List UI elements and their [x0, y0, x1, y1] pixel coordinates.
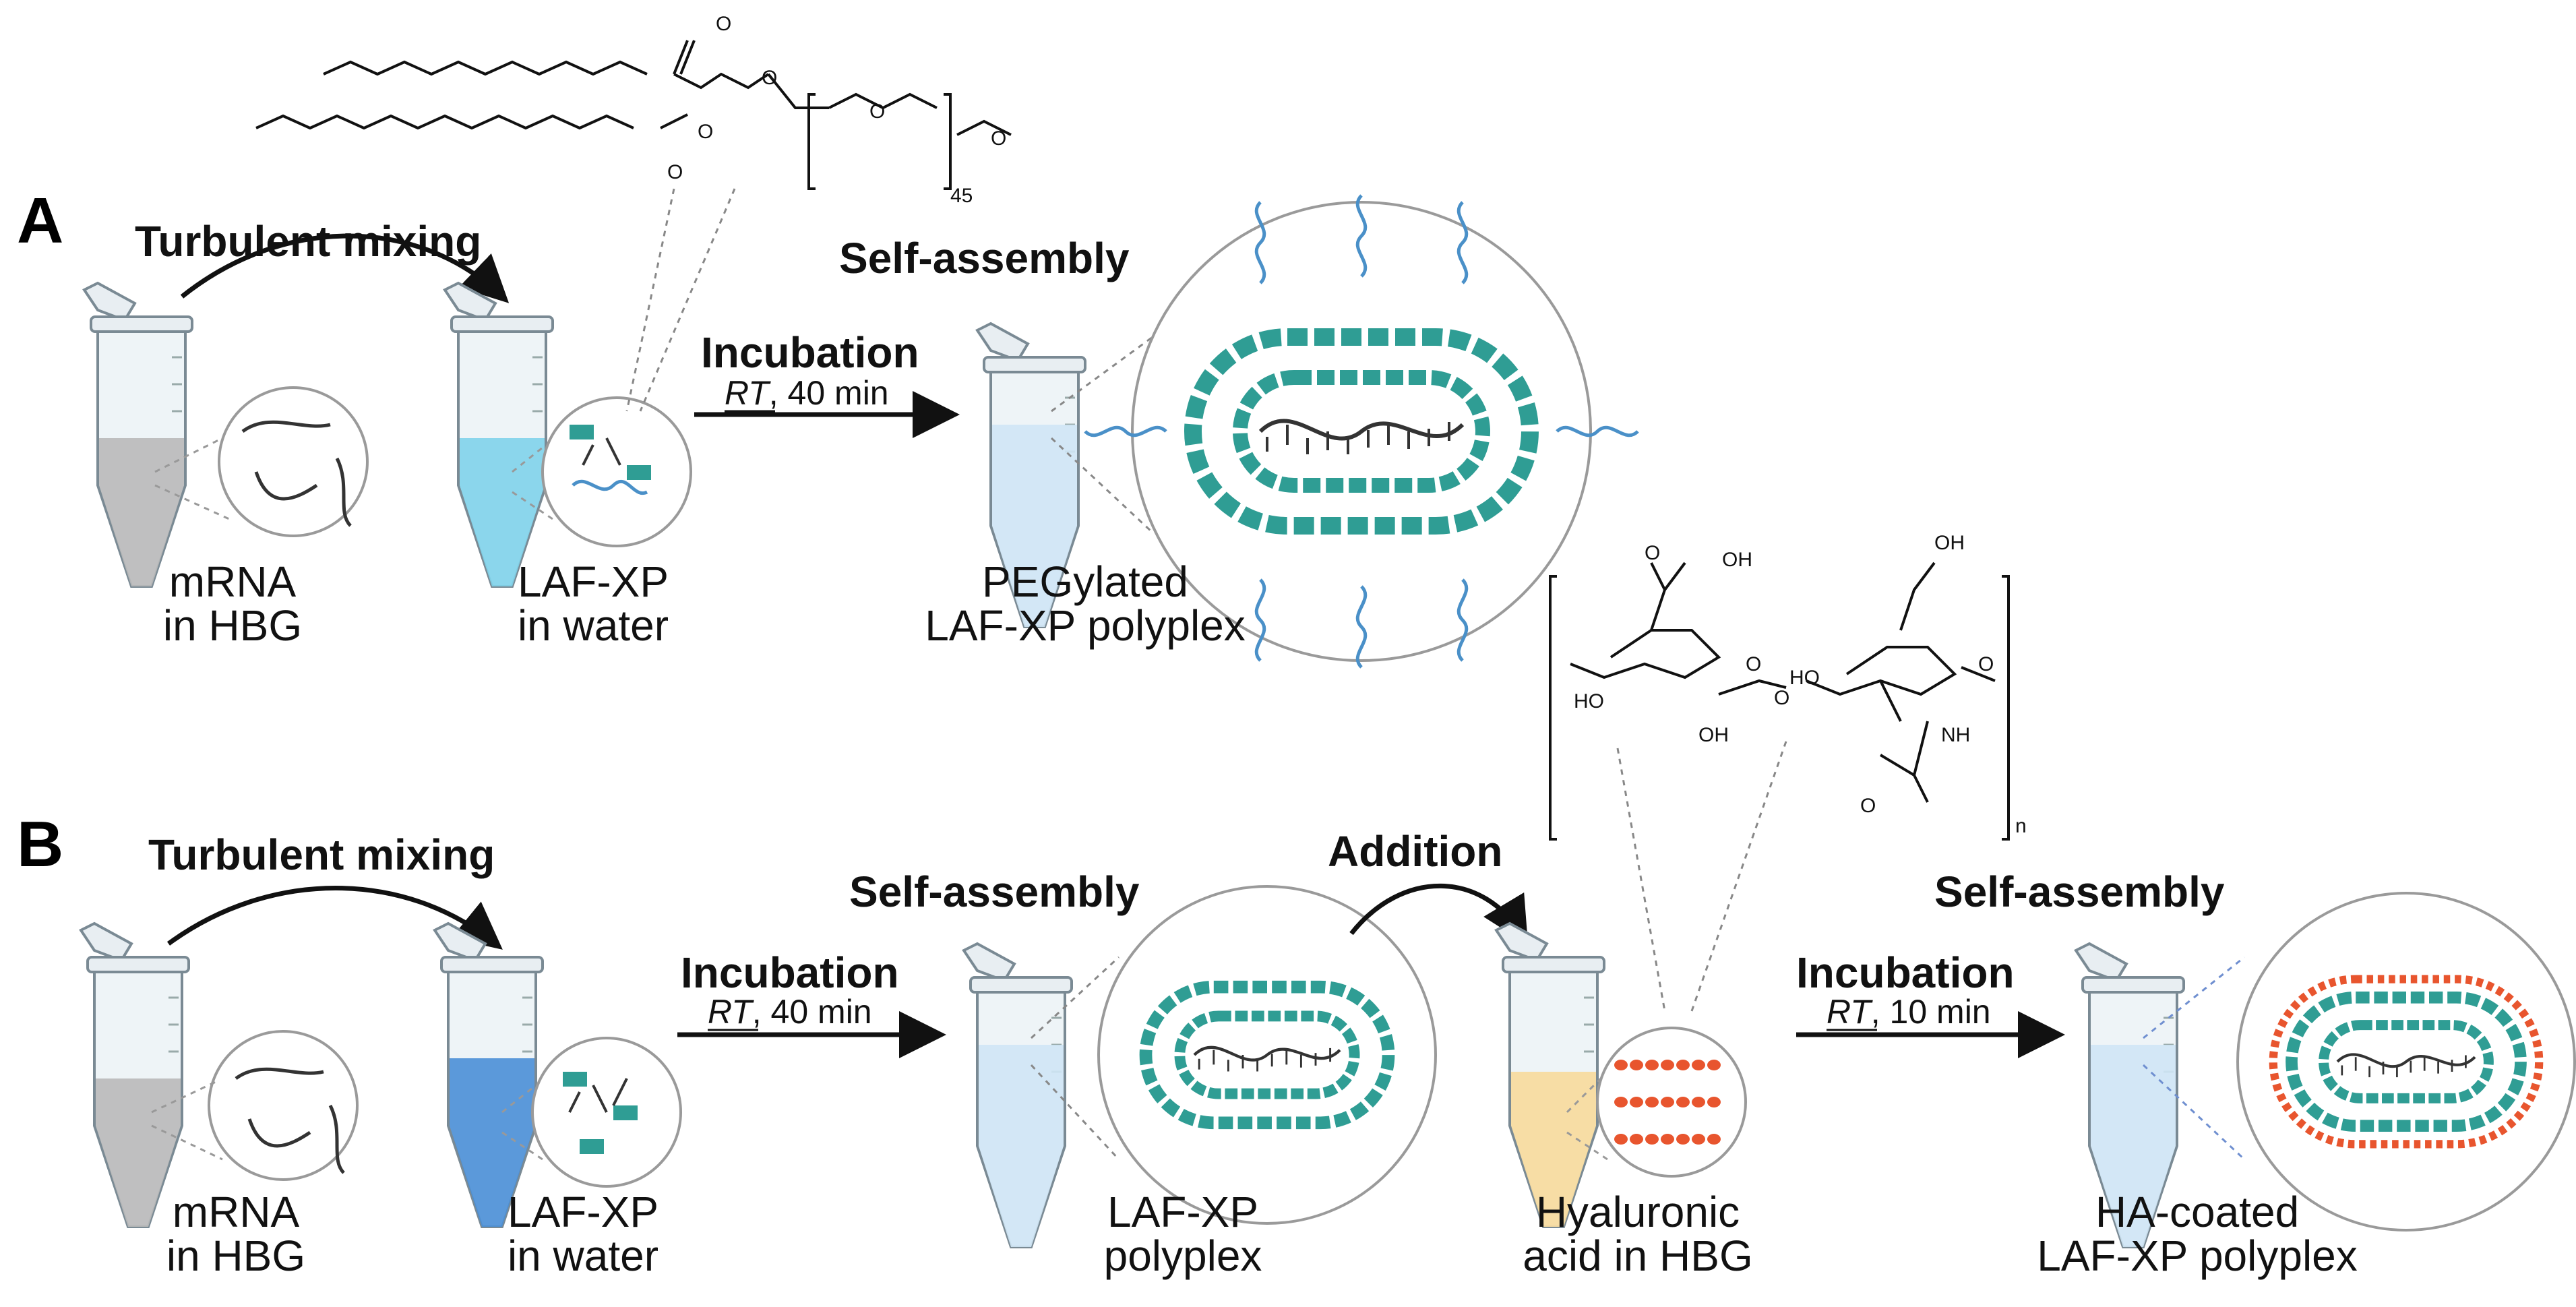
panel-a-product-label-line1: PEGylated: [982, 557, 1188, 606]
panel-a-lafxp-label-line1: LAF-XP: [518, 557, 669, 606]
panel-b-self-assembly1-label: Self-assembly: [849, 868, 1140, 916]
ha-o-ring1: O: [1746, 653, 1761, 675]
ha-coated-polyplex: [2269, 975, 2544, 1149]
panel-b-mrna-label-line2: in HBG: [166, 1232, 305, 1280]
pegylated-polyplex: [1084, 194, 1639, 669]
ha-nh: NH: [1941, 724, 1970, 746]
panel-b-lafxp-label-line1: LAF-XP: [508, 1188, 658, 1236]
panel-b-polyplex-label-line2: polyplex: [1104, 1232, 1262, 1280]
svg-text:RT, 40 min: RT, 40 min: [725, 374, 889, 412]
panel-b-incubation1-label: Incubation: [681, 948, 899, 997]
panel-b-lafxp-tube: [433, 922, 544, 1228]
ha-oh3: OH: [1698, 724, 1729, 746]
ha-ho2: HO: [1789, 667, 1820, 689]
panel-b-polyplex-tube: [962, 942, 1073, 1248]
ha-chains: [1614, 1060, 1721, 1145]
panel-b-addition-label: Addition: [1328, 827, 1502, 876]
panel-b-mixing-arrow: [166, 886, 503, 950]
panel-b-mrna-label-line1: mRNA: [173, 1188, 300, 1236]
panel-a-lafxp-tube: [443, 282, 554, 588]
panel-b-condition1: RT, 40 min: [708, 993, 872, 1031]
panel-a-product-label-line2: LAF-XP polyplex: [925, 601, 1246, 650]
panel-b-mrna-zoom: [208, 1030, 359, 1181]
panel-a-mrna-label-line2: in HBG: [163, 601, 302, 650]
peg-o4: O: [667, 161, 683, 183]
panel-b-product-label-line1: HA-coated: [2095, 1188, 2299, 1236]
peg-o1: O: [716, 13, 731, 35]
panel-b-letter: B: [17, 808, 63, 880]
panel-b-lafxp-label-line2: in water: [508, 1232, 658, 1280]
ha-n: n: [2015, 815, 2027, 837]
peg-o2: O: [762, 67, 777, 89]
panel-b-mixing-label: Turbulent mixing: [148, 830, 495, 879]
panel-a-incubation-label: Incubation: [701, 328, 919, 377]
panel-a-lafxp-zoom: [541, 396, 692, 547]
mrna-strands: [235, 1067, 345, 1174]
panel-b-product-label-line2: LAF-XP polyplex: [2037, 1232, 2358, 1280]
ha-o-amide: O: [1860, 795, 1876, 817]
svg-text:RT, 40 min: RT, 40 min: [708, 993, 872, 1031]
lafxp-molecules: [570, 425, 651, 495]
panel-a-mrna-tube: [83, 282, 193, 588]
panel-b-self-assembly2-label: Self-assembly: [1934, 868, 2225, 916]
peg-o6: O: [991, 127, 1006, 150]
mrna-strands: [241, 420, 352, 527]
peg-lipid-structure: [255, 40, 1012, 190]
panel-a-mrna-label-line1: mRNA: [169, 557, 297, 606]
panel-b-ha-label-line2: acid in HBG: [1523, 1232, 1752, 1280]
ha-oh2: OH: [1934, 532, 1965, 554]
panel-a-self-assembly-label: Self-assembly: [839, 234, 1130, 282]
panel-b-ha-coated-tube: [2075, 942, 2185, 1248]
lafxp-molecules: [563, 1072, 638, 1154]
panel-b-incubation2-label: Incubation: [1796, 948, 2015, 997]
ha-o-link: O: [1774, 687, 1789, 709]
peg-repeat-count: 45: [950, 185, 973, 207]
ha-oh1: OH: [1722, 549, 1752, 571]
hyaluronic-acid-structure: [1549, 561, 2010, 841]
panel-b-condition2: RT, 10 min: [1827, 993, 1991, 1031]
panel-b-ha-tube: [1495, 922, 1605, 1228]
panel-a-condition: RT, 40 min: [725, 374, 889, 413]
ha-o-acid: O: [1645, 542, 1660, 564]
panel-b-addition-arrow: [1349, 883, 1529, 945]
panel-a-lafxp-label-line2: in water: [518, 601, 669, 650]
ha-o-ring2: O: [1978, 653, 1994, 675]
panel-a-polyplex-tube: [976, 322, 1086, 628]
panel-b-mrna-tube: [80, 922, 190, 1228]
ha-ho1: HO: [1574, 690, 1604, 712]
panel-a-mixing-arrow: [180, 233, 510, 303]
panel-a-letter: A: [17, 185, 63, 257]
panel-b-ha-label-line1: Hyaluronic: [1536, 1188, 1740, 1236]
peg-o5: O: [869, 100, 885, 123]
peg-o3: O: [698, 121, 713, 143]
svg-text:RT, 10 min: RT, 10 min: [1827, 993, 1991, 1031]
panel-b-polyplex-label-line1: LAF-XP: [1107, 1188, 1258, 1236]
